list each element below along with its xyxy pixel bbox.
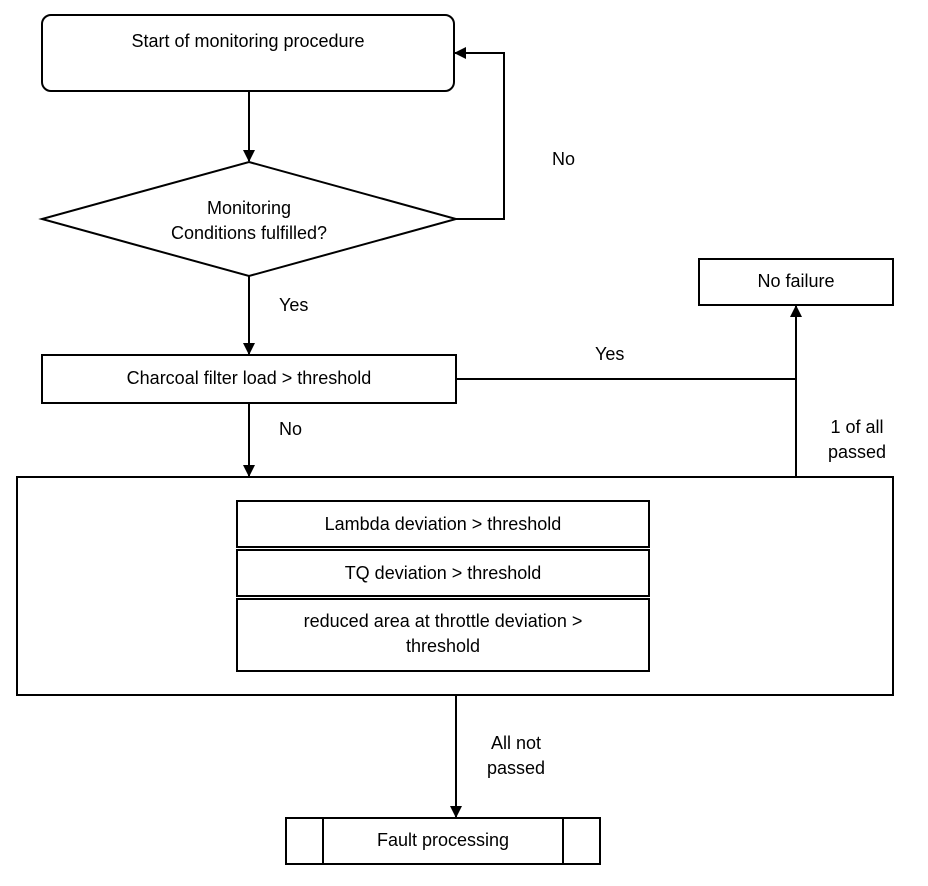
reduced-area-check-shape bbox=[236, 598, 650, 672]
reduced-area-label-line-2: threshold bbox=[405, 636, 481, 656]
edge-label-all-not-passed: All not passed bbox=[472, 731, 560, 781]
reduced-area-check-label: reduced area at throttle deviation > thr… bbox=[237, 609, 649, 659]
reduced-area-label-line-1: reduced area at throttle deviation > bbox=[303, 611, 583, 631]
fault-node-label: Fault processing bbox=[376, 830, 510, 850]
tq-check-label: TQ deviation > threshold bbox=[344, 563, 542, 583]
no-failure-node-label: No failure bbox=[757, 271, 835, 291]
charcoal-node-label: Charcoal filter load > threshold bbox=[126, 368, 372, 388]
edge-label-one-passed: 1 of all passed bbox=[812, 415, 902, 465]
charcoal-node-shape bbox=[41, 354, 457, 404]
tq-check-shape bbox=[236, 549, 650, 597]
edge-label-decision-yes: Yes bbox=[279, 295, 309, 315]
one-passed-line-2: passed bbox=[827, 442, 887, 462]
fault-node-shape bbox=[285, 817, 601, 865]
all-not-passed-line-2: passed bbox=[486, 758, 546, 778]
one-passed-line-1: 1 of all bbox=[830, 417, 884, 437]
decision-node-label: Monitoring Conditions fulfilled? bbox=[42, 196, 456, 246]
no-failure-node-shape bbox=[698, 258, 894, 306]
decision-label-line-2: Conditions fulfilled? bbox=[170, 223, 328, 243]
lambda-check-shape bbox=[236, 500, 650, 548]
edge-decision-no-loop bbox=[454, 47, 505, 220]
edge-label-decision-no: No bbox=[552, 149, 576, 169]
decision-label-line-1: Monitoring bbox=[206, 198, 292, 218]
lambda-check-label: Lambda deviation > threshold bbox=[324, 514, 562, 534]
edge-label-charcoal-yes: Yes bbox=[595, 344, 625, 364]
start-node-label: Start of monitoring procedure bbox=[131, 31, 365, 51]
all-not-passed-line-1: All not bbox=[490, 733, 542, 753]
edge-label-charcoal-no: No bbox=[279, 419, 303, 439]
